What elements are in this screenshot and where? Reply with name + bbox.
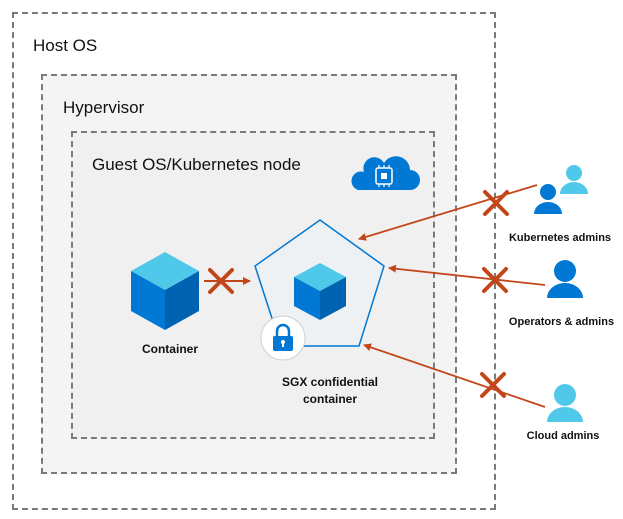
guest-os-title: Guest OS/Kubernetes node — [92, 155, 301, 174]
person-icon — [534, 184, 562, 214]
blocked-x-icon — [208, 268, 234, 294]
host-os-title: Host OS — [33, 36, 98, 55]
container-label: Container — [141, 342, 198, 356]
blocked-x-icon — [480, 372, 506, 398]
sgx-cube-icon — [294, 263, 346, 320]
blocked-x-icon — [483, 190, 509, 216]
lock-icon — [260, 315, 306, 361]
sgx-label-line2: container — [302, 392, 357, 406]
arrow-cloud-admins — [363, 343, 546, 408]
cloud-chip-icon — [351, 156, 420, 190]
sgx-container-label: SGX confidential container — [255, 374, 405, 408]
sgx-label-line1: SGX confidential — [281, 375, 378, 389]
container-cube-icon — [131, 252, 199, 330]
cloud-admins-label: Cloud admins — [526, 430, 600, 442]
hypervisor-title: Hypervisor — [63, 98, 145, 117]
kubernetes-admins-label: Kubernetes admins — [508, 232, 612, 244]
person-icon — [547, 260, 583, 298]
arrow-operators-admins — [388, 264, 546, 286]
blocked-x-icon — [482, 267, 508, 293]
person-icon — [547, 384, 583, 422]
arrow-k8s-admins — [358, 184, 538, 241]
person-icon — [560, 165, 588, 194]
operators-admins-label: Operators & admins — [508, 316, 615, 328]
